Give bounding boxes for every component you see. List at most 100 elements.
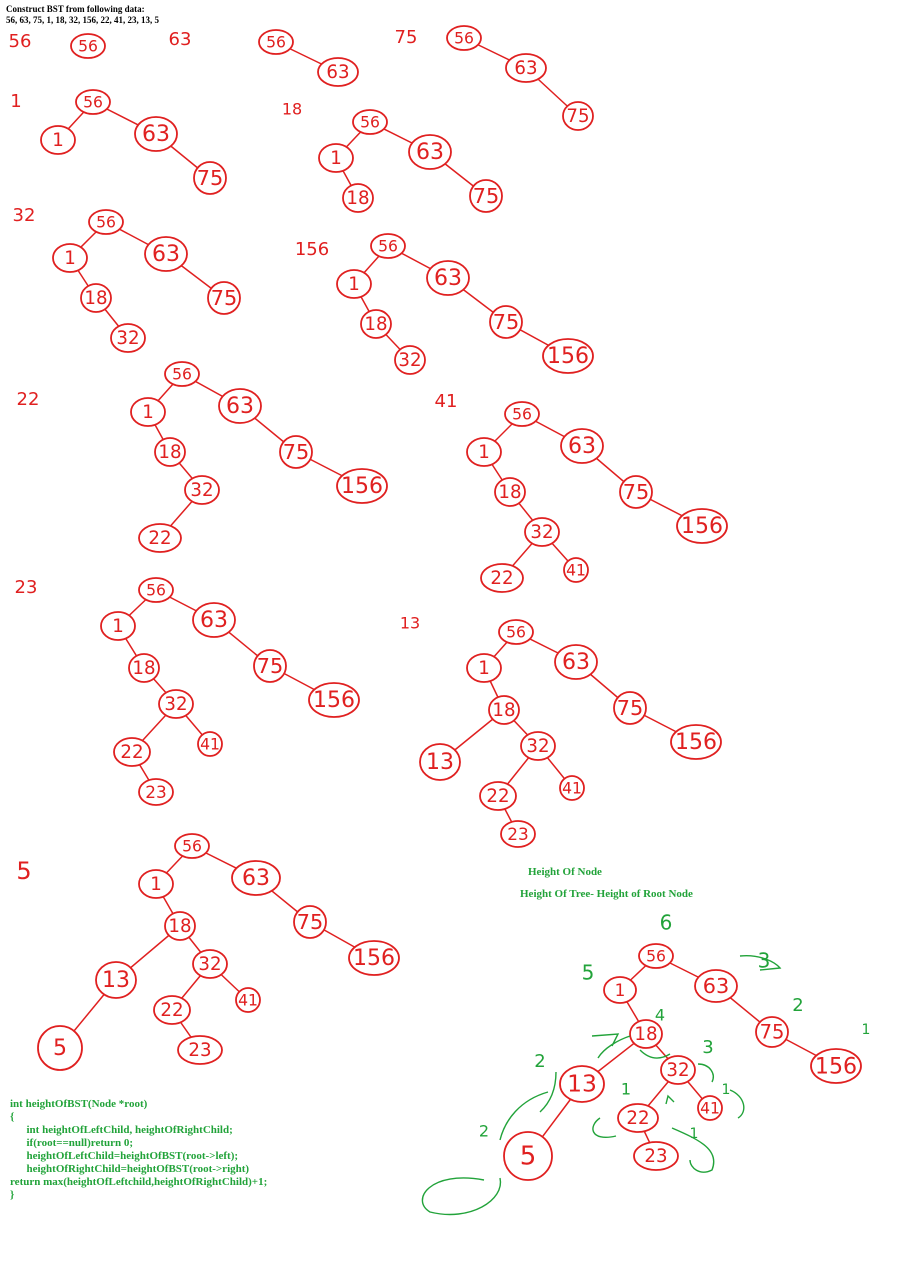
- recursion-arrow: [671, 1127, 715, 1173]
- final-tree-node: [810, 1048, 862, 1084]
- height-label: 5: [582, 961, 595, 985]
- final-tree-node: [638, 943, 674, 969]
- tree-node-value: 56: [96, 214, 116, 232]
- tree-node: [197, 731, 223, 757]
- tree-node-value: 23: [507, 824, 529, 844]
- tree-node: [253, 649, 287, 683]
- recursion-arrow: [739, 954, 782, 971]
- tree-node-value: 1: [330, 148, 342, 169]
- tree-node: [394, 345, 426, 375]
- tree-node-value: 156: [547, 344, 589, 369]
- tree-node: [489, 305, 523, 339]
- tree-node-value: 56: [78, 38, 98, 56]
- tree-node-value: 56: [506, 624, 526, 642]
- tree-node-value: 75: [283, 440, 309, 464]
- final-tree-node-value: 22: [626, 1108, 649, 1129]
- tree-node-value: 75: [623, 480, 649, 504]
- tree-node-value: 75: [197, 166, 223, 190]
- tree-node: [562, 101, 594, 131]
- code-line: heightOfRightChild=heightOfBST(root->rig…: [10, 1163, 250, 1175]
- tree-node: [419, 743, 461, 781]
- tree-node: [488, 695, 520, 725]
- tree-step-label: 156: [295, 239, 329, 260]
- tree-node-value: 18: [132, 658, 155, 679]
- tree-node-value: 13: [102, 968, 130, 993]
- tree-node: [500, 820, 536, 848]
- tree-node-value: 63: [226, 394, 254, 419]
- final-tree-node-value: 13: [567, 1070, 597, 1098]
- tree-step-label: 23: [15, 577, 38, 598]
- tree-node: [144, 236, 188, 272]
- tree-node: [138, 523, 182, 553]
- tree-step-label: 75: [395, 27, 418, 48]
- tree-node-value: 32: [526, 736, 549, 757]
- recursion-arrow: [639, 1049, 671, 1059]
- tree-node-value: 18: [168, 916, 191, 937]
- tree-node-value: 32: [190, 480, 213, 501]
- tree-node: [504, 401, 540, 427]
- final-tree-node-value: 18: [634, 1024, 657, 1045]
- final-tree-node: [617, 1103, 659, 1133]
- tree-node: [480, 563, 524, 593]
- tree-node: [370, 233, 406, 259]
- tree-node: [231, 860, 281, 896]
- tree-node-value: 1: [52, 130, 64, 151]
- tree-node-value: 156: [675, 730, 717, 755]
- tree-node: [138, 577, 174, 603]
- tree-node-value: 56: [360, 114, 380, 132]
- tree-step-label: 41: [435, 391, 458, 412]
- tree-node: [184, 475, 220, 505]
- height-label: 3: [702, 1037, 713, 1058]
- tree-step-label: 18: [282, 100, 302, 119]
- tree-node-value: 18: [492, 700, 515, 721]
- height-of-node-title: Height Of Node: [528, 866, 602, 878]
- tree-step-label: 22: [17, 389, 40, 410]
- tree-node-value: 32: [198, 954, 221, 975]
- tree-node-value: 1: [112, 616, 124, 637]
- tree-step-label: 5: [16, 857, 31, 885]
- height-label: 6: [660, 911, 673, 935]
- tree-node-value: 18: [498, 482, 521, 503]
- tree-node: [37, 1025, 83, 1071]
- final-tree-node: [629, 1019, 663, 1049]
- tree-node: [110, 323, 146, 353]
- final-tree-node: [694, 969, 738, 1003]
- tree-node: [279, 435, 313, 469]
- final-tree-node-value: 63: [703, 974, 729, 998]
- tree-node-value: 13: [426, 750, 454, 775]
- tree-node-value: 18: [158, 442, 181, 463]
- tree-node: [466, 653, 502, 683]
- tree-node-value: 32: [164, 694, 187, 715]
- height-label: 3: [758, 949, 771, 973]
- tree-node-value: 56: [83, 94, 103, 112]
- tree-node-value: 41: [562, 780, 582, 798]
- tree-node-value: 63: [416, 140, 444, 165]
- tree-node-value: 63: [200, 608, 228, 633]
- recursion-arrow: [729, 1089, 745, 1119]
- tree-node-value: 75: [257, 654, 283, 678]
- tree-node: [446, 25, 482, 51]
- header-title: Construct BST from following data:: [6, 4, 145, 14]
- tree-node: [479, 781, 517, 811]
- tree-node: [207, 281, 241, 315]
- height-label: 2: [479, 1122, 489, 1141]
- tree-node: [352, 109, 388, 135]
- tree-node-value: 1: [150, 874, 162, 895]
- recursion-arrow: [539, 1071, 557, 1113]
- tree-node-value: 22: [148, 528, 171, 549]
- recursion-arrow: [597, 1035, 631, 1059]
- code-line: {: [10, 1111, 15, 1123]
- tree-node: [360, 309, 392, 339]
- height-label: 1: [621, 1080, 631, 1099]
- final-tree-node: [755, 1016, 789, 1048]
- tree-node-value: 63: [562, 650, 590, 675]
- tree-node-value: 156: [313, 688, 355, 713]
- tree-node: [348, 940, 400, 976]
- tree-node: [524, 517, 560, 547]
- tree-node-value: 63: [434, 266, 462, 291]
- tree-node: [164, 361, 200, 387]
- tree-node-value: 75: [493, 310, 519, 334]
- tree-node: [426, 260, 470, 296]
- final-tree-node-value: 41: [700, 1100, 720, 1118]
